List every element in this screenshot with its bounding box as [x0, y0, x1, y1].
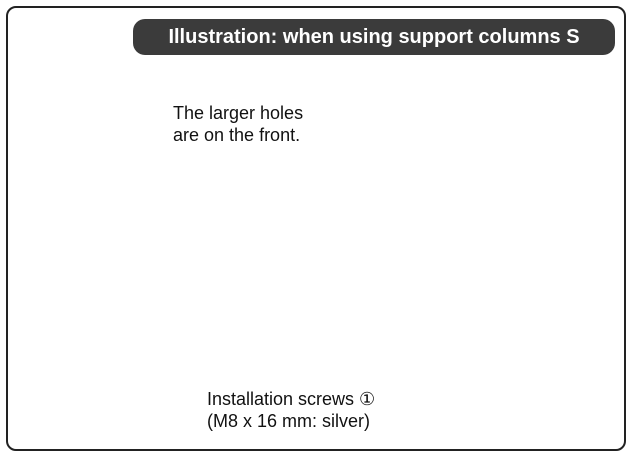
- diagram-frame: [6, 6, 626, 451]
- larger-holes-callout: The larger holes are on the front.: [173, 102, 303, 146]
- illustration-banner: Illustration: when using support columns…: [133, 19, 615, 55]
- callout-line: The larger holes: [173, 103, 304, 123]
- callout-line: Installation screws ①: [207, 389, 376, 409]
- callout-line: are on the front.: [173, 125, 301, 145]
- callout-line: (M8 x 16 mm: silver): [207, 411, 371, 431]
- installation-screws-callout: Installation screws ① (M8 x 16 mm: silve…: [207, 388, 375, 432]
